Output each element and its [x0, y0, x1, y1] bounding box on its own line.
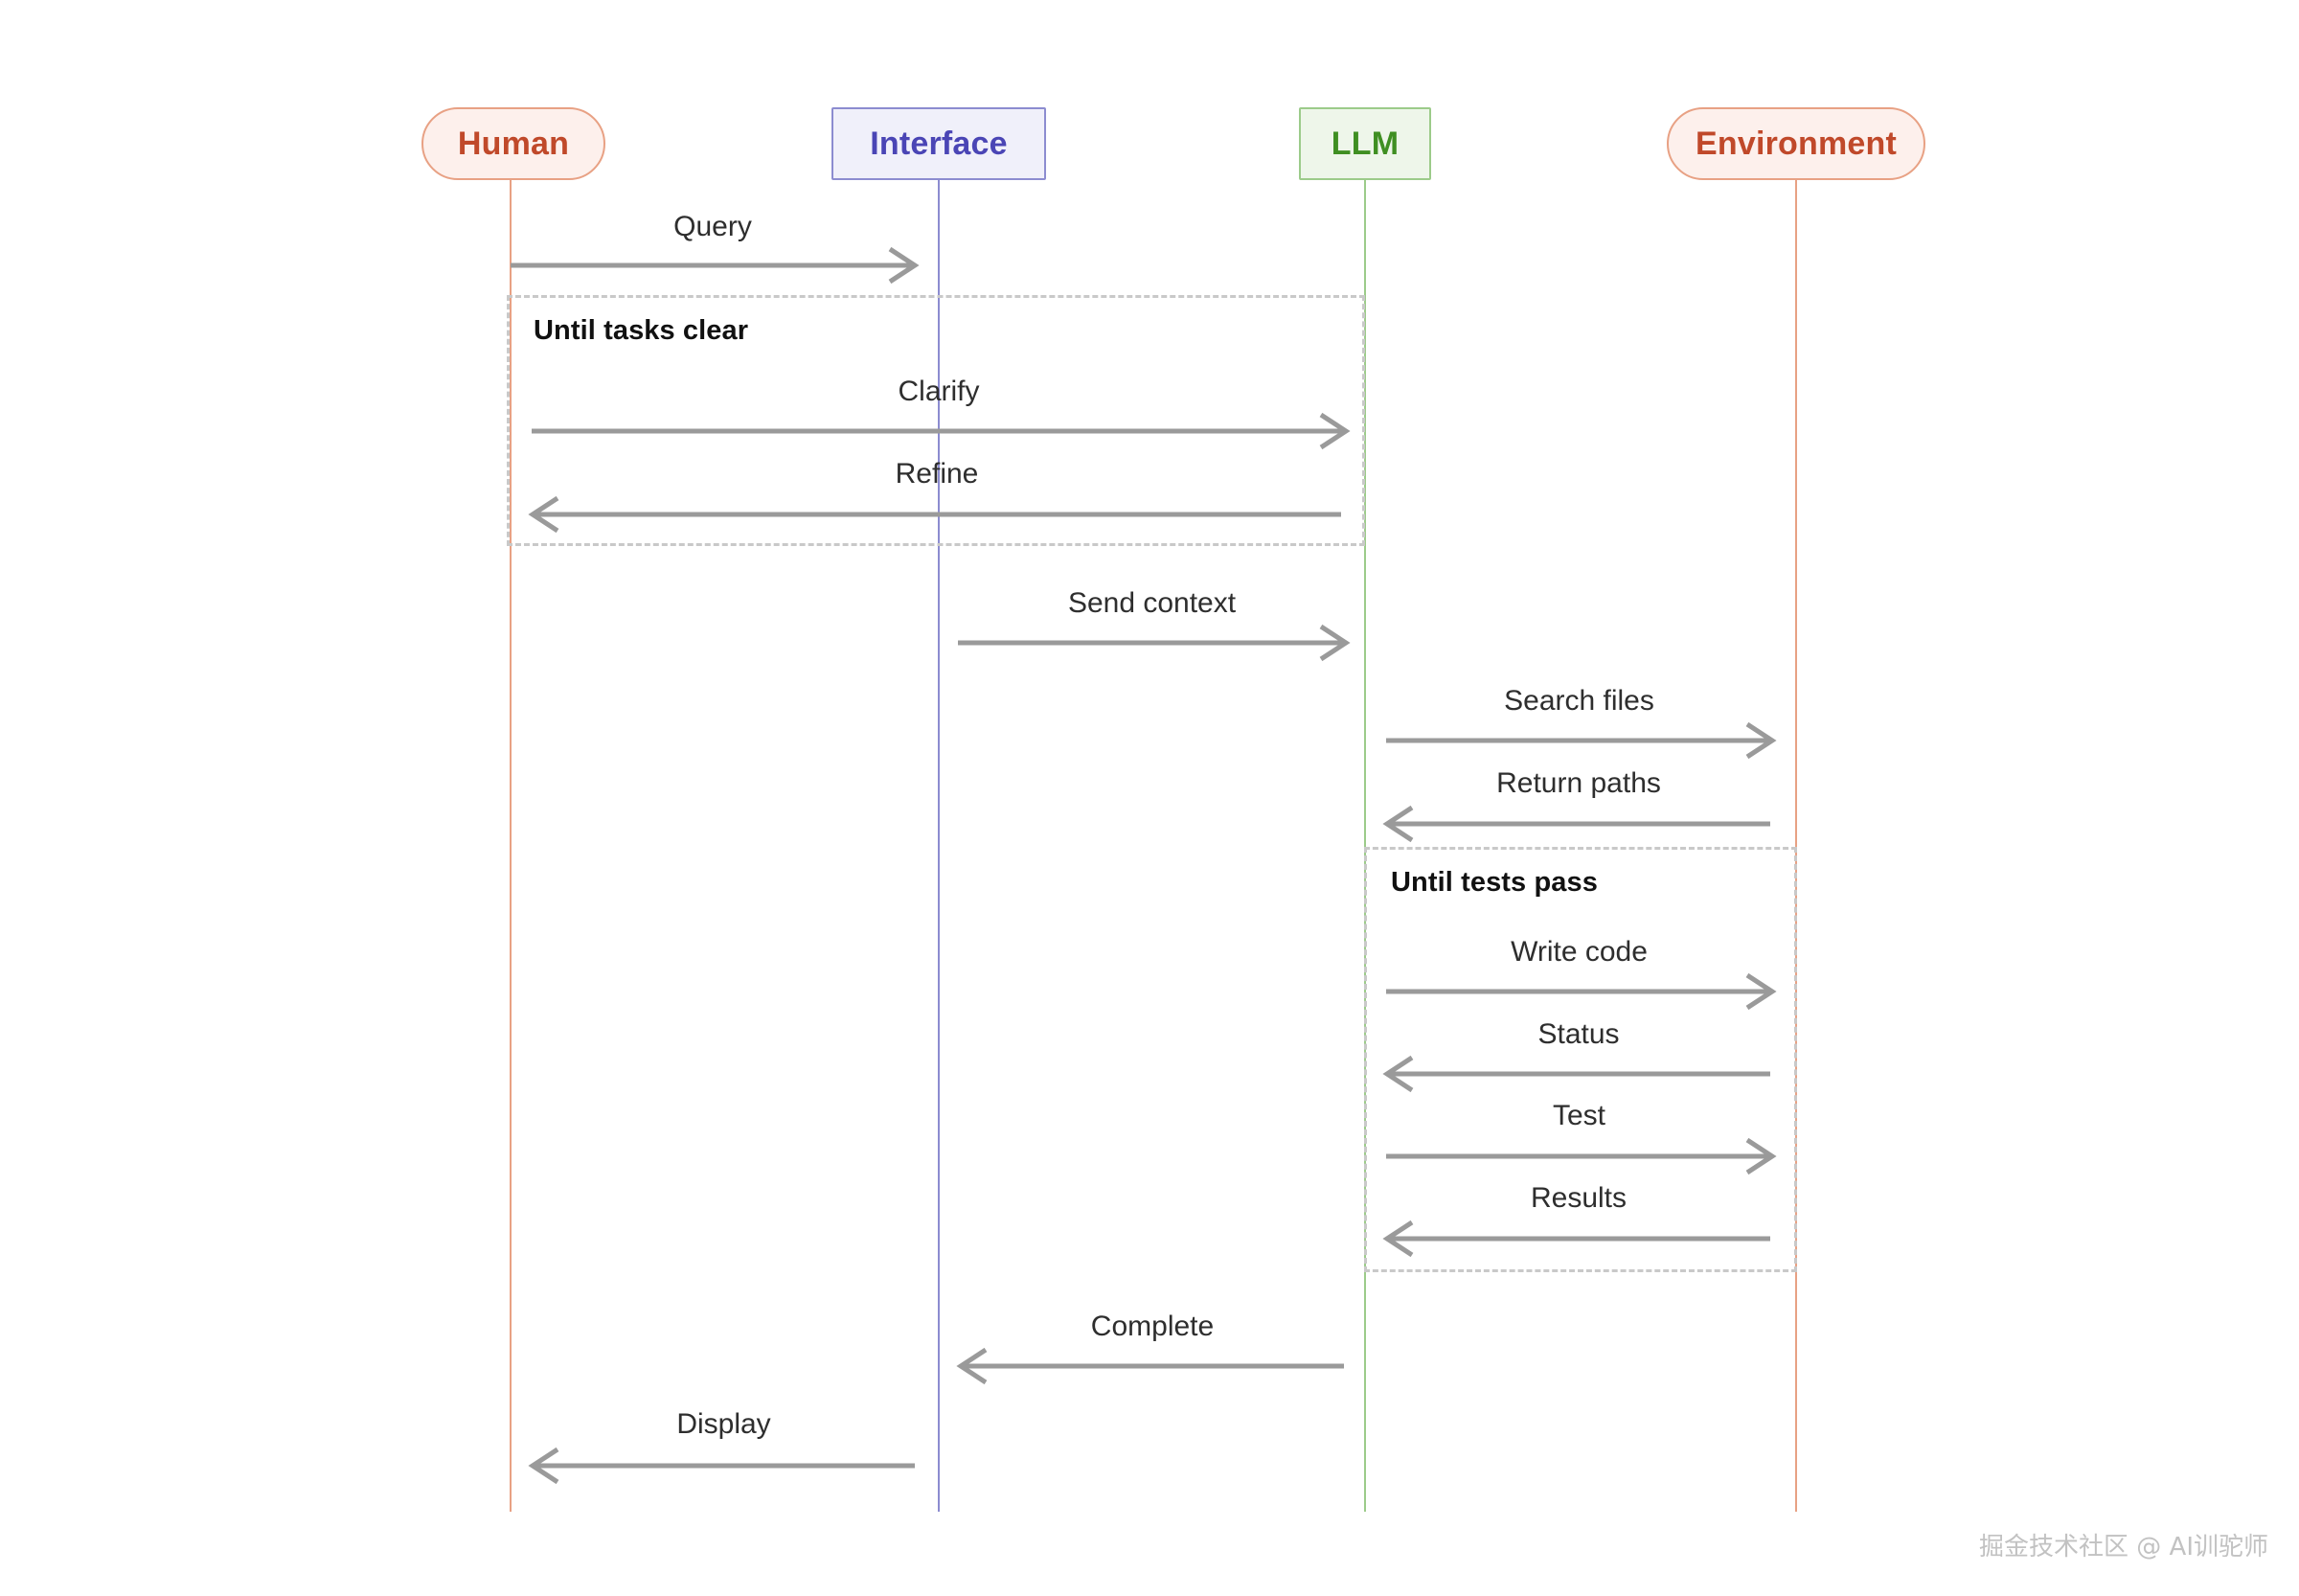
- message-arrow-display: [528, 1447, 915, 1485]
- participant-label-human: Human: [457, 125, 570, 162]
- message-label-refine: Refine: [895, 458, 979, 490]
- message-label-query: Query: [673, 211, 752, 242]
- message-label-display: Display: [676, 1408, 771, 1440]
- message-arrow-results: [1382, 1220, 1770, 1258]
- participant-label-environment: Environment: [1695, 125, 1897, 162]
- message-arrow-return-paths: [1382, 805, 1770, 843]
- participant-llm[interactable]: LLM: [1299, 107, 1431, 180]
- participant-label-llm: LLM: [1331, 125, 1400, 162]
- message-label-write-code: Write code: [1511, 936, 1648, 968]
- message-label-return-paths: Return paths: [1496, 767, 1661, 799]
- message-arrow-complete: [956, 1347, 1344, 1385]
- participant-environment[interactable]: Environment: [1667, 107, 1925, 180]
- message-arrow-refine: [528, 495, 1341, 534]
- lifeline-human: [510, 180, 512, 1512]
- fragment-label-until-tests-pass: Until tests pass: [1391, 867, 1598, 898]
- message-arrow-clarify: [532, 412, 1351, 450]
- message-label-test: Test: [1552, 1100, 1606, 1131]
- message-label-status: Status: [1537, 1018, 1620, 1050]
- message-arrow-test: [1386, 1137, 1777, 1175]
- message-label-complete: Complete: [1090, 1311, 1215, 1342]
- message-label-send-context: Send context: [1067, 587, 1237, 619]
- message-arrow-search-files: [1386, 721, 1777, 760]
- watermark: 掘金技术社区 @ AI训驼师: [1979, 1533, 2268, 1562]
- lifeline-environment: [1795, 180, 1797, 1512]
- lifeline-llm: [1364, 180, 1366, 1512]
- participant-interface[interactable]: Interface: [831, 107, 1046, 180]
- message-arrow-send-context: [958, 624, 1351, 662]
- participant-human[interactable]: Human: [421, 107, 605, 180]
- message-arrow-status: [1382, 1055, 1770, 1093]
- message-label-search-files: Search files: [1504, 685, 1654, 717]
- message-label-results: Results: [1530, 1182, 1628, 1214]
- message-label-clarify: Clarify: [898, 376, 980, 407]
- message-arrow-write-code: [1386, 972, 1777, 1011]
- lifeline-interface: [938, 180, 940, 1512]
- participant-label-interface: Interface: [870, 125, 1008, 162]
- message-arrow-query: [511, 246, 920, 285]
- fragment-label-until-tasks-clear: Until tasks clear: [534, 315, 749, 346]
